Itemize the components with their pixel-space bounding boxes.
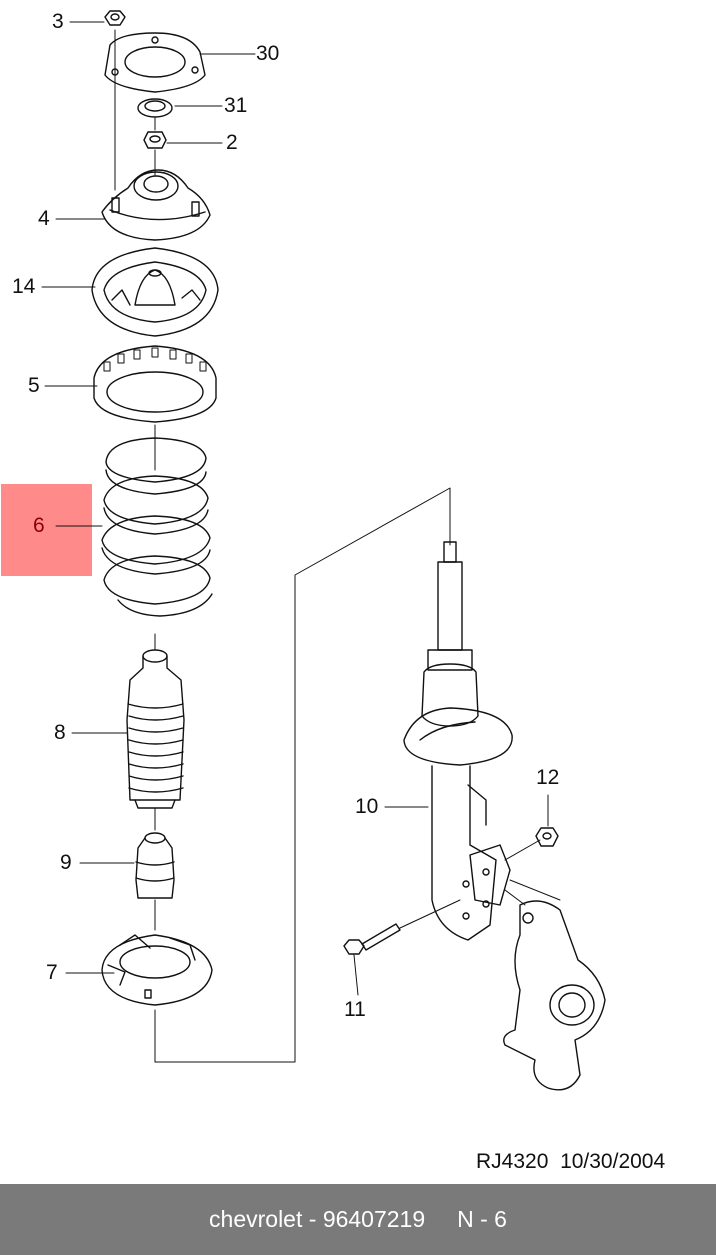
part-5-insulator [93,345,217,423]
callout-3: 3 [52,10,64,33]
callout-6[interactable]: 6 [33,514,45,537]
callout-12: 12 [536,766,560,789]
part-11-bolt [343,899,461,955]
part-8-dust-boot [126,649,185,809]
part-2-nut [143,131,167,149]
part-9-bump-stop [135,832,175,899]
leader-lines [41,21,549,996]
footer-brand: chevrolet [209,1206,303,1232]
part-7-lower-seat [101,934,213,1006]
callout-7: 7 [46,961,58,984]
steering-knuckle [503,879,606,1091]
axis-lines [114,29,451,1063]
footer-bar: chevrolet - 96407219 N - 6 [0,1184,716,1255]
callout-9: 9 [60,851,72,874]
callout-11: 11 [344,998,366,1021]
part-4-upper-mount [101,169,211,241]
part-30-gasket [104,32,206,93]
callout-2: 2 [226,131,238,154]
part-31-seal [137,98,173,118]
callout-4: 4 [38,207,50,230]
callout-10: 10 [355,795,379,818]
callout-14: 14 [12,275,36,298]
callout-8: 8 [54,721,66,744]
part-12-nut [504,827,559,861]
footer-part-number: 96407219 [322,1206,426,1232]
drawing-reference: RJ4320 10/30/2004 [476,1150,665,1174]
drawing-code: RJ4320 [476,1150,549,1173]
callout-30: 30 [256,42,280,65]
callout-5: 5 [28,374,40,397]
footer-page: N - 6 [457,1206,507,1232]
callout-31: 31 [224,94,248,117]
part-3-nut [104,10,126,26]
part-6-coil-spring [101,437,213,617]
highlight-box [1,484,92,576]
strut-assembly-diagram [41,10,606,1091]
drawing-date: 10/30/2004 [560,1150,666,1173]
part-10-strut [403,541,513,941]
part-14-spring-seat [91,247,219,337]
